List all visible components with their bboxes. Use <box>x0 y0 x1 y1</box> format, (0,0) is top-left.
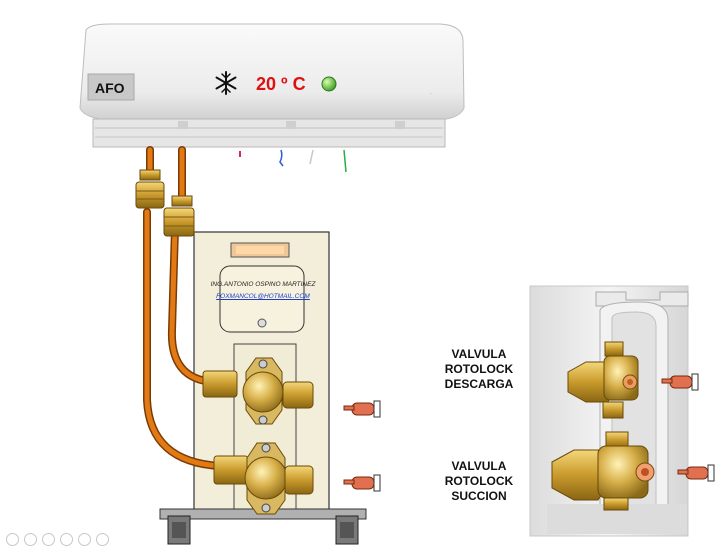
suction-valve-label: VALVULA ROTOLOCK SUCCION <box>444 459 514 503</box>
snowflake-icon <box>215 71 237 95</box>
pen-tool-icon[interactable] <box>42 533 55 546</box>
discharge-valve-label: VALVULA ROTOLOCK DESCARGA <box>444 347 514 391</box>
flare-nut-left <box>135 169 165 209</box>
flare-nut-right <box>163 195 195 237</box>
author-credit: ING.ANTONIO OSPINO MARTINEZ <box>210 281 316 288</box>
discharge-valve <box>202 357 314 425</box>
slides-view-icon[interactable] <box>60 533 73 546</box>
pointing-hand-icon <box>661 373 699 391</box>
author-email-link[interactable]: FOXMANCOL@HOTMAIL.COM <box>216 293 310 300</box>
pointing-hand-icon <box>677 464 715 482</box>
brand-label: AFO <box>95 80 125 96</box>
valve-photo <box>529 285 689 537</box>
temperature-readout: 20 º C <box>256 74 306 94</box>
suction-valve <box>213 442 314 515</box>
power-led-icon <box>321 76 337 92</box>
zoom-icon[interactable] <box>78 533 91 546</box>
svg-text:~: ~ <box>430 91 433 96</box>
brand-plate <box>87 73 135 101</box>
more-options-icon[interactable] <box>96 533 109 546</box>
indoor-ac-unit: ~ <box>79 23 465 173</box>
pointing-hand-icon <box>343 400 381 418</box>
next-slide-icon[interactable] <box>24 533 37 546</box>
prev-slide-icon[interactable] <box>6 533 19 546</box>
pointing-hand-icon <box>343 474 381 492</box>
